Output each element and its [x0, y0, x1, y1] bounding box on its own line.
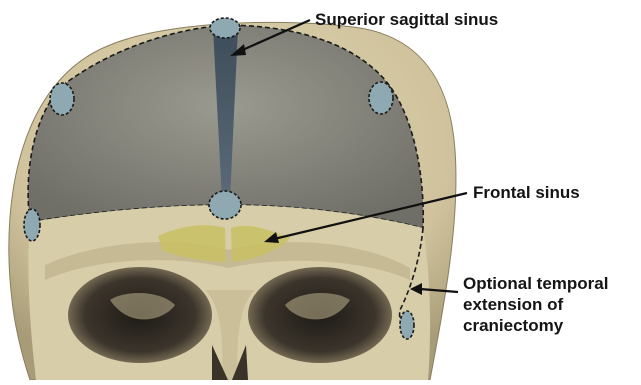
label-line: extension of [463, 294, 608, 315]
burr-hole-lateral-left [24, 209, 40, 241]
label-line: Optional temporal [463, 273, 608, 294]
burr-hole-top [210, 18, 240, 38]
label-optional-temporal-extension: Optional temporal extension of craniecto… [463, 273, 608, 336]
burr-hole-center [209, 191, 241, 219]
label-superior-sagittal-sinus: Superior sagittal sinus [315, 9, 498, 30]
label-frontal-sinus: Frontal sinus [473, 182, 580, 203]
burr-hole-right [369, 82, 393, 114]
burr-hole-left [50, 83, 74, 115]
label-line: craniectomy [463, 315, 608, 336]
burr-hole-temporal [400, 311, 414, 339]
